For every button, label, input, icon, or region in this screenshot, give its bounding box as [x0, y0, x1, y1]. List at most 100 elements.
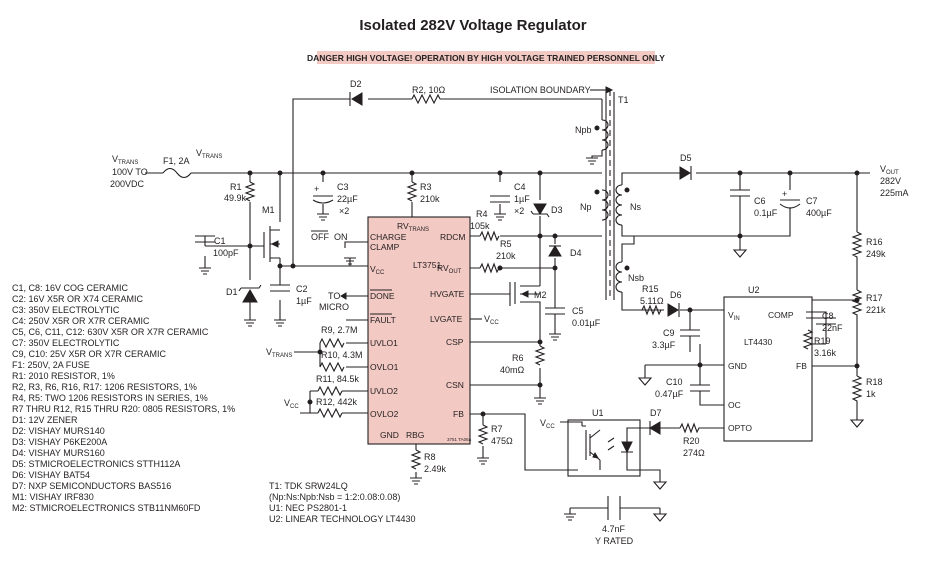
- svg-text:T1: TDK SRW24LQ: T1: TDK SRW24LQ: [269, 481, 348, 491]
- transformer-t1: [585, 92, 630, 300]
- diode-d5: [679, 166, 692, 180]
- capacitor-c5: [545, 307, 565, 341]
- ic-lt3751: [367, 216, 471, 445]
- resistor-r3: [406, 181, 418, 202]
- warning-banner: [317, 51, 655, 64]
- resistor-r19: [802, 329, 814, 350]
- resistor-r15: [641, 304, 664, 316]
- svg-text:M2: STMICROELECTRONICS STB11NM: M2: STMICROELECTRONICS STB11NM60FD: [12, 503, 201, 513]
- svg-text:282V: 282V: [880, 176, 901, 186]
- label-c3-mult: ×2: [339, 206, 349, 216]
- diode-d3: [530, 203, 550, 218]
- label-r2: R2, 10Ω: [412, 85, 446, 95]
- label-r5-value: 210k: [496, 251, 516, 261]
- capacitor-c1: [195, 235, 215, 275]
- vcc-u1-label: VCC: [540, 418, 555, 430]
- svg-text:+: +: [314, 184, 319, 194]
- bom-notes: C1, C8: 16V COG CERAMIC C2: 16V X5R OR X…: [12, 283, 235, 513]
- label-c5: C5: [572, 306, 584, 316]
- optocoupler-u1: [560, 419, 667, 490]
- label-c9: C9: [663, 328, 675, 338]
- resistor-r18: [850, 375, 864, 428]
- label-c8-value: 22nF: [822, 323, 843, 333]
- transformer-notes: T1: TDK SRW24LQ (Np:Ns:Npb:Nsb = 1:2:0.0…: [269, 481, 416, 524]
- label-r15: R15: [642, 284, 659, 294]
- svg-text:COMP: COMP: [768, 310, 794, 320]
- label-u1: U1: [592, 408, 604, 418]
- to-micro-arrow: [340, 292, 347, 300]
- svg-text:GND: GND: [728, 361, 747, 371]
- lt4430-pins: VIN COMP LT4430 GND FB OC OPTO: [728, 310, 807, 433]
- svg-text:R4, R5: TWO 1206 RESISTORS IN: R4, R5: TWO 1206 RESISTORS IN SERIES, 1%: [12, 393, 208, 403]
- label-r1-value: 49.9k: [224, 193, 247, 203]
- svg-text:100V TO: 100V TO: [112, 167, 148, 177]
- svg-text:FB: FB: [453, 409, 464, 419]
- svg-text:RVOUT: RVOUT: [437, 263, 462, 275]
- svg-text:D2: VISHAY MURS140: D2: VISHAY MURS140: [12, 426, 105, 436]
- svg-text:VOUT: VOUT: [880, 164, 899, 176]
- svg-text:C7: 350V ELECTROLYTIC: C7: 350V ELECTROLYTIC: [12, 338, 120, 348]
- svg-text:D6: VISHAY BAT54: D6: VISHAY BAT54: [12, 470, 90, 480]
- label-c7: C7: [806, 196, 818, 206]
- label-r1: R1: [230, 182, 242, 192]
- label-m2: M2: [534, 290, 547, 300]
- svg-text:C4: 250V X5R OR X7R CERAMIC: C4: 250V X5R OR X7R CERAMIC: [12, 316, 150, 326]
- secondary-wiring: [621, 172, 870, 420]
- label-r17: R17: [866, 293, 883, 303]
- label-c10: C10: [666, 377, 683, 387]
- label-r12: R12, 442k: [316, 397, 358, 407]
- label-npb: Npb: [575, 125, 592, 135]
- label-c4: C4: [514, 182, 526, 192]
- svg-text:VCC: VCC: [370, 264, 385, 276]
- label-r20-value: 274Ω: [683, 448, 705, 458]
- label-c3-value: 22µF: [337, 194, 358, 204]
- warning-text: DANGER HIGH VOLTAGE! OPERATION BY HIGH V…: [307, 53, 665, 63]
- label-r4: R4: [476, 209, 488, 219]
- label-c1-value: 100pF: [213, 248, 239, 258]
- resistor-r4: [479, 230, 500, 242]
- label-r19-value: 3.16k: [814, 348, 837, 358]
- resistor-r9: [319, 337, 345, 349]
- label-d1: D1: [226, 287, 238, 297]
- label-c6-value: 0.1µF: [754, 208, 778, 218]
- svg-text:OVLO1: OVLO1: [370, 362, 399, 372]
- label-r10: R10, 4.3M: [321, 350, 363, 360]
- resistor-r20: [679, 422, 724, 434]
- resistor-r16: [851, 231, 863, 260]
- capacitor-c10: [690, 384, 710, 398]
- label-t1: T1: [618, 95, 629, 105]
- svg-text:CLAMP: CLAMP: [370, 242, 400, 252]
- label-r16-value: 249k: [866, 249, 886, 259]
- label-r19: R19: [814, 336, 831, 346]
- resistor-r6: [533, 345, 547, 405]
- label-r15-value: 5.11Ω: [640, 296, 664, 306]
- label-r4-value: 105k: [470, 221, 490, 231]
- label-c10-value: 0.47µF: [655, 389, 684, 399]
- input-label: VTRANS 100V TO 200VDC: [110, 154, 148, 189]
- svg-text:C3: 350V ELECTROLYTIC: C3: 350V ELECTROLYTIC: [12, 305, 120, 315]
- isolation-boundary: [590, 86, 614, 300]
- svg-text:VIN: VIN: [728, 310, 740, 322]
- label-r6: R6: [512, 353, 524, 363]
- svg-text:D3: VISHAY P6KE200A: D3: VISHAY P6KE200A: [12, 437, 107, 447]
- svg-text:LT4430: LT4430: [744, 337, 772, 347]
- svg-text:D5: STMICROELECTRONICS STTH112: D5: STMICROELECTRONICS STTH112A: [12, 459, 180, 469]
- output-label: VOUT 282V 225mA: [880, 164, 909, 198]
- svg-text:HVGATE: HVGATE: [430, 289, 465, 299]
- resistor-r10: [319, 361, 345, 373]
- diagram-title: Isolated 282V Voltage Regulator: [359, 17, 586, 34]
- isolation-label: ISOLATION BOUNDARY: [490, 85, 591, 95]
- svg-text:OC: OC: [728, 400, 741, 410]
- svg-text:FAULT: FAULT: [370, 315, 396, 325]
- svg-text:CHARGE: CHARGE: [370, 232, 407, 242]
- svg-text:200VDC: 200VDC: [110, 179, 145, 189]
- label-c2: C2: [296, 284, 308, 294]
- label-m1: M1: [262, 205, 275, 215]
- svg-text:R1: 2010 RESISTOR, 1%: R1: 2010 RESISTOR, 1%: [12, 371, 115, 381]
- label-c6: C6: [754, 196, 766, 206]
- label-r18: R18: [866, 377, 883, 387]
- label-c8: C8: [822, 311, 834, 321]
- resistor-r1: [244, 181, 256, 202]
- label-c7-value: 400µF: [806, 208, 832, 218]
